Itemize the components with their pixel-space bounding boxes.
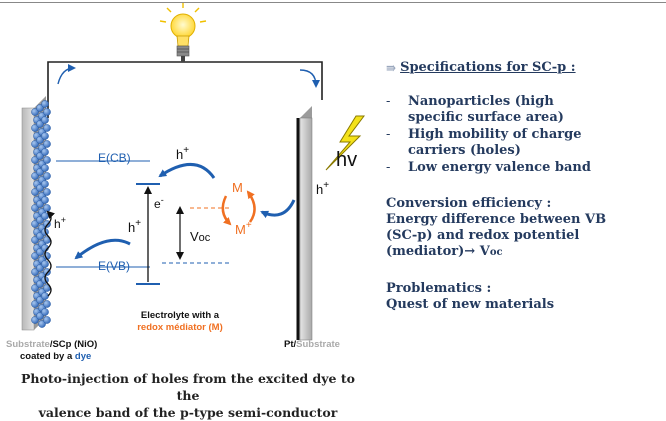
- dye-particle: [41, 260, 49, 268]
- hole-transfer-arrow-left: [74, 238, 131, 260]
- dye-particle: [31, 236, 39, 244]
- arrow-icon: ⇛: [386, 61, 397, 75]
- dye-particle: [41, 116, 49, 124]
- spec-heading: ⇛ Specifications for SC-p :: [386, 60, 666, 76]
- dye-particle: [31, 188, 39, 196]
- figure-caption: Photo-injection of holes from the excite…: [8, 370, 368, 421]
- left-substrate-label: Substrate/SCp (NiO): [6, 339, 97, 350]
- lightning-icon: [325, 115, 365, 171]
- circuit-wire: [47, 61, 323, 118]
- hv-label: hv: [336, 149, 357, 171]
- dye-particle: [43, 300, 51, 308]
- hole-transfer-arrow-top: [158, 163, 216, 179]
- dye-particle: [31, 316, 39, 324]
- dye-particle: [36, 104, 44, 112]
- dye-particle: [36, 216, 44, 224]
- problematics-section: Problematics : Quest of new materials: [386, 281, 666, 313]
- conversion-line-3: (mediator)→ Voc: [386, 244, 503, 259]
- electrolyte-label: Electrolyte with a: [141, 310, 220, 321]
- dye-particle: [41, 308, 49, 316]
- dye-particle: [41, 100, 49, 108]
- dye-particle: [36, 296, 44, 304]
- dye-particle: [41, 196, 49, 204]
- list-item: - Low energy valence band: [386, 160, 591, 175]
- dye-particle: [31, 252, 39, 260]
- dye-particle: [31, 140, 39, 148]
- evb-label: E(VB): [98, 259, 130, 273]
- dye-particle: [43, 140, 51, 148]
- mediator-cycle-arrow-left: [221, 195, 232, 226]
- mediator-m-label: M: [232, 180, 243, 195]
- h-plus-top: h+: [176, 145, 189, 162]
- dye-particle: [31, 300, 39, 308]
- dye-particle: [36, 280, 44, 288]
- dye-particle: [36, 232, 44, 240]
- dye-particle: [43, 316, 51, 324]
- dye-particle: [43, 156, 51, 164]
- dye-particle: [36, 120, 44, 128]
- dye-particle: [36, 264, 44, 272]
- caption-line-1: Photo-injection of holes from the excite…: [21, 371, 355, 403]
- conversion-section: Conversion efficiency : Energy differenc…: [386, 196, 666, 261]
- coated-by-dye-label: coated by a dye: [20, 351, 91, 362]
- dye-particle: [43, 124, 51, 132]
- conversion-title: Conversion efficiency :: [386, 196, 552, 211]
- h-plus-right: h+: [316, 180, 329, 197]
- dye-particle: [41, 164, 49, 172]
- right-substrate-label: Pt/Substrate: [284, 339, 340, 350]
- hole-path-arrow: [44, 210, 56, 297]
- dye-particle: [36, 200, 44, 208]
- dye-particle: [41, 132, 49, 140]
- dye-nanoparticles: [31, 100, 51, 328]
- regeneration-arrow: [260, 199, 296, 219]
- dye-particle: [41, 212, 49, 220]
- dye-particle: [38, 320, 46, 328]
- electron-label: e-: [154, 195, 164, 211]
- h-plus-left: h+: [54, 215, 66, 231]
- dye-particle: [36, 152, 44, 160]
- spec-panel: ⇛ Specifications for SC-p : - Nanopartic…: [386, 60, 666, 313]
- spec-title: Specifications for SC-p :: [400, 60, 576, 75]
- dye-particle: [41, 292, 49, 300]
- dye-particle: [31, 284, 39, 292]
- dye-particle: [36, 136, 44, 144]
- dye-particle: [31, 268, 39, 276]
- electron-flow-arrow-left: [57, 64, 76, 85]
- dye-particle: [31, 156, 39, 164]
- dye-particle: [41, 180, 49, 188]
- dye-particle: [31, 108, 39, 116]
- ecb-label: E(CB): [98, 151, 131, 165]
- conversion-line-2: (SC-p) and redox potentiel: [386, 228, 580, 243]
- dye-particle: [31, 204, 39, 212]
- h-plus-mid: h+: [128, 218, 141, 235]
- dye-particle: [43, 172, 51, 180]
- right-electrode-plate: [296, 106, 313, 341]
- mediator-cycle-arrow-right: [246, 190, 256, 223]
- dye-particle: [41, 148, 49, 156]
- redox-mediator-label: redox médiator (M): [137, 322, 223, 333]
- conversion-line-1: Energy difference between VB: [386, 212, 607, 227]
- dye-particle: [43, 108, 51, 116]
- voc-label: Voc: [190, 229, 211, 244]
- dssc-diagram: h+ h+ h+ h+ E(CB) E(VB) e- Voc M M+ hv E…: [6, 3, 365, 362]
- dye-particle: [43, 204, 51, 212]
- dye-particle: [36, 168, 44, 176]
- dye-particle: [36, 312, 44, 320]
- dye-particle: [31, 124, 39, 132]
- dye-particle: [36, 248, 44, 256]
- light-bulb-icon: [159, 3, 207, 62]
- top-divider: [0, 2, 666, 3]
- electron-flow-arrow-right: [299, 69, 320, 88]
- dye-particle: [43, 188, 51, 196]
- problematics-title: Problematics :: [386, 281, 492, 296]
- dye-particle: [31, 172, 39, 180]
- problematics-line: Quest of new materials: [386, 297, 555, 312]
- dye-particle: [36, 184, 44, 192]
- dye-particle: [31, 220, 39, 228]
- mediator-mplus-label: M+: [235, 220, 252, 237]
- caption-line-2: valence band of the p-type semi-conducto…: [38, 405, 338, 420]
